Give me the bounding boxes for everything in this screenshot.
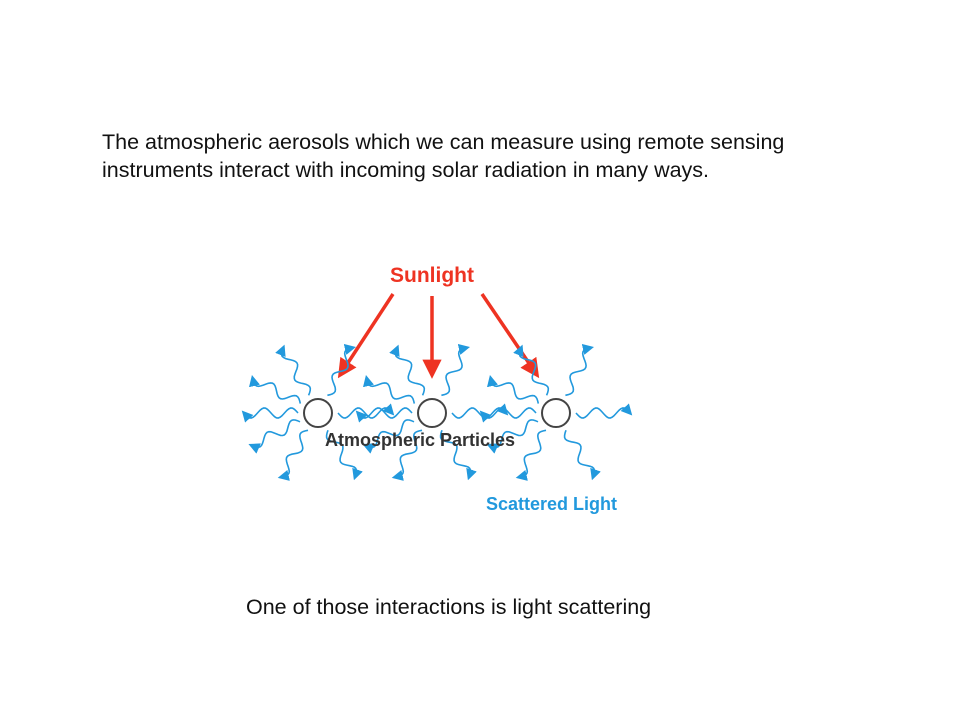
scattered-ray-0-2 bbox=[275, 344, 312, 396]
scattered-ray-0-1 bbox=[337, 403, 395, 419]
intro-line-1: The atmospheric aerosols which we can me… bbox=[102, 130, 785, 154]
scattered-ray-2-5 bbox=[563, 430, 601, 481]
scattered-ray-2-1 bbox=[575, 403, 633, 419]
scattered-ray-1-4 bbox=[391, 429, 423, 481]
scattered-ray-0-0 bbox=[241, 407, 299, 423]
particle-center bbox=[417, 398, 447, 428]
particles-label: Atmospheric Particles bbox=[325, 430, 515, 450]
scattered-ray-2-7 bbox=[486, 419, 539, 454]
sunlight-label: Sunlight bbox=[390, 264, 474, 287]
scattered-ray-2-6 bbox=[487, 375, 540, 404]
scattered-ray-1-1 bbox=[451, 403, 509, 419]
scattered-ray-1-3 bbox=[441, 344, 470, 397]
particle-left bbox=[303, 398, 333, 428]
intro-text: The atmospheric aerosols which we can me… bbox=[102, 128, 902, 184]
scattered-ray-1-5 bbox=[439, 430, 477, 481]
particles bbox=[303, 398, 571, 428]
scattered-ray-1-2 bbox=[389, 344, 426, 396]
scattered-ray-0-5 bbox=[325, 430, 363, 481]
scattered-ray-1-7 bbox=[362, 419, 415, 454]
scattered-ray-2-4 bbox=[515, 429, 547, 481]
intro-line-2: instruments interact with incoming solar… bbox=[102, 158, 710, 182]
scattered-ray-1-6 bbox=[363, 375, 416, 404]
scattered-light-rays bbox=[241, 344, 633, 481]
scattered-light-label: Scattered Light bbox=[486, 494, 617, 514]
particle-right bbox=[541, 398, 571, 428]
scattered-ray-0-7 bbox=[248, 419, 301, 454]
scattered-ray-1-0 bbox=[355, 407, 413, 423]
scattered-ray-0-3 bbox=[327, 344, 356, 397]
sunlight-arrow-left bbox=[337, 293, 395, 379]
scattered-ray-2-2 bbox=[513, 344, 550, 396]
sunlight-arrow-right bbox=[480, 293, 540, 379]
scattered-ray-2-3 bbox=[565, 344, 594, 397]
scattered-ray-2-0 bbox=[479, 407, 537, 423]
scattered-ray-0-6 bbox=[249, 375, 302, 404]
sunlight-arrows bbox=[337, 293, 540, 379]
scattered-ray-0-4 bbox=[277, 429, 309, 481]
caption-text: One of those interactions is light scatt… bbox=[246, 595, 652, 619]
